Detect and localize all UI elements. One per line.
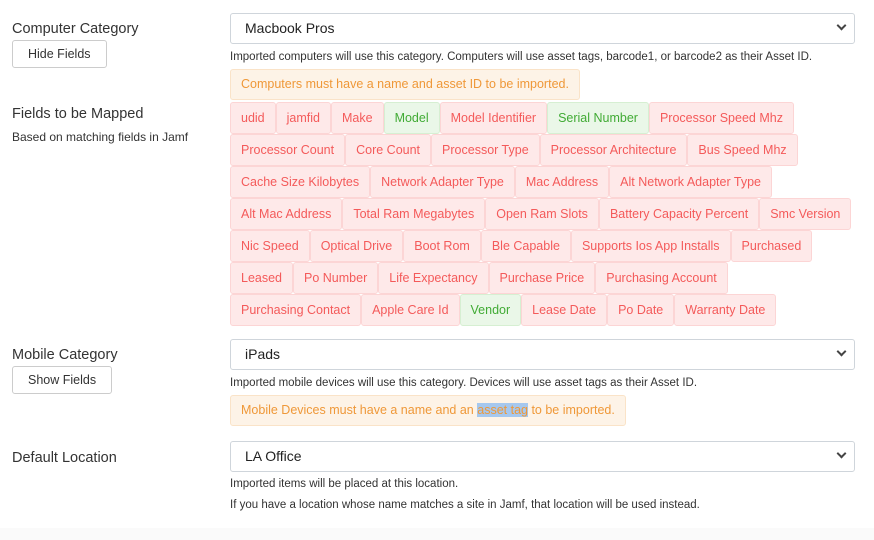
field-chip-matched[interactable]: Model xyxy=(383,102,440,134)
field-chip-unmatched[interactable]: Apple Care Id xyxy=(361,294,460,326)
field-chip-unmatched[interactable]: Purchased xyxy=(730,230,813,262)
chevron-down-icon xyxy=(836,20,847,31)
field-chip-unmatched[interactable]: udid xyxy=(230,102,276,134)
field-chip-matched[interactable]: Vendor xyxy=(459,294,522,326)
field-chip-unmatched[interactable]: Battery Capacity Percent xyxy=(598,198,760,230)
field-chip-unmatched[interactable]: Processor Type xyxy=(431,134,540,166)
field-chip-unmatched[interactable]: Processor Architecture xyxy=(539,134,688,166)
field-chip-unmatched[interactable]: Processor Count xyxy=(230,134,346,166)
field-chip-unmatched[interactable]: Alt Network Adapter Type xyxy=(609,166,772,198)
field-chip-unmatched[interactable]: Leased xyxy=(230,262,294,294)
default-location-value: LA Office xyxy=(245,448,302,464)
chevron-down-icon xyxy=(836,448,847,459)
default-location-help-1: Imported items will be placed at this lo… xyxy=(230,478,459,490)
field-chip-unmatched[interactable]: Bus Speed Mhz xyxy=(687,134,798,166)
computer-category-group: Computer Category Hide Fields xyxy=(12,20,139,68)
field-chip-unmatched[interactable]: Core Count xyxy=(345,134,432,166)
field-chip-unmatched[interactable]: Supports Ios App Installs xyxy=(570,230,731,262)
computer-category-field: Macbook Pros Imported computers will use… xyxy=(230,13,855,100)
default-location-group: Default Location xyxy=(12,449,117,467)
field-chip-unmatched[interactable]: Processor Speed Mhz xyxy=(648,102,794,134)
field-chip-unmatched[interactable]: Ble Capable xyxy=(480,230,571,262)
alert-text-after: to be imported. xyxy=(527,403,615,417)
alert-selected-text: asset tag xyxy=(477,403,528,417)
alert-text-before: Mobile Devices must have a name and an xyxy=(241,403,478,417)
mobile-category-label: Mobile Category xyxy=(12,347,118,363)
default-location-field: LA Office Imported items will be placed … xyxy=(230,441,855,513)
hide-fields-button[interactable]: Hide Fields xyxy=(12,40,107,68)
default-location-select[interactable]: LA Office xyxy=(230,441,855,472)
computer-category-value: Macbook Pros xyxy=(245,20,335,36)
chevron-down-icon xyxy=(836,346,847,357)
field-chip-unmatched[interactable]: Make xyxy=(330,102,384,134)
computer-category-help: Imported computers will use this categor… xyxy=(230,51,813,63)
fields-mapped-sublabel: Based on matching fields in Jamf xyxy=(12,130,189,144)
show-fields-button[interactable]: Show Fields xyxy=(12,366,113,394)
field-chip-unmatched[interactable]: Life Expectancy xyxy=(378,262,489,294)
field-chip-unmatched[interactable]: Boot Rom xyxy=(403,230,481,262)
computer-requirement-alert: Computers must have a name and asset ID … xyxy=(230,69,580,100)
field-chip-unmatched[interactable]: jamfid xyxy=(275,102,331,134)
field-chip-unmatched[interactable]: Po Number xyxy=(293,262,379,294)
mobile-category-help: Imported mobile devices will use this ca… xyxy=(230,377,698,389)
field-chip-unmatched[interactable]: Network Adapter Type xyxy=(370,166,515,198)
field-chip-unmatched[interactable]: Lease Date xyxy=(521,294,608,326)
mobile-category-group: Mobile Category Show Fields xyxy=(12,346,118,394)
default-location-label: Default Location xyxy=(12,450,117,466)
field-chip-unmatched[interactable]: Purchase Price xyxy=(488,262,596,294)
field-chip-unmatched[interactable]: Nic Speed xyxy=(230,230,310,262)
mobile-category-select[interactable]: iPads xyxy=(230,339,855,370)
mobile-requirement-alert: Mobile Devices must have a name and an a… xyxy=(230,395,626,426)
computer-category-label: Computer Category xyxy=(12,21,139,37)
field-chip-unmatched[interactable]: Alt Mac Address xyxy=(230,198,343,230)
page-bottom-edge xyxy=(0,528,874,540)
field-chip-unmatched[interactable]: Smc Version xyxy=(759,198,852,230)
field-chip-unmatched[interactable]: Warranty Date xyxy=(674,294,777,326)
field-chip-matched[interactable]: Serial Number xyxy=(547,102,649,134)
field-chip-unmatched[interactable]: Optical Drive xyxy=(309,230,404,262)
computer-category-select[interactable]: Macbook Pros xyxy=(230,13,855,44)
mobile-category-value: iPads xyxy=(245,346,281,362)
field-chip-unmatched[interactable]: Open Ram Slots xyxy=(485,198,599,230)
mobile-category-field: iPads Imported mobile devices will use t… xyxy=(230,339,855,426)
field-chip-unmatched[interactable]: Mac Address xyxy=(514,166,610,198)
fields-mapped-label: Fields to be Mapped xyxy=(12,106,144,122)
field-chip-unmatched[interactable]: Purchasing Account xyxy=(595,262,728,294)
field-chip-unmatched[interactable]: Model Identifier xyxy=(439,102,548,134)
field-chip-unmatched[interactable]: Cache Size Kilobytes xyxy=(230,166,371,198)
fields-mapped-group: Fields to be Mapped Based on matching fi… xyxy=(12,105,188,144)
field-chip-unmatched[interactable]: Po Date xyxy=(607,294,675,326)
field-chip-unmatched[interactable]: Purchasing Contact xyxy=(230,294,362,326)
default-location-help-2: If you have a location whose name matche… xyxy=(230,499,700,511)
field-chip-unmatched[interactable]: Total Ram Megabytes xyxy=(342,198,486,230)
